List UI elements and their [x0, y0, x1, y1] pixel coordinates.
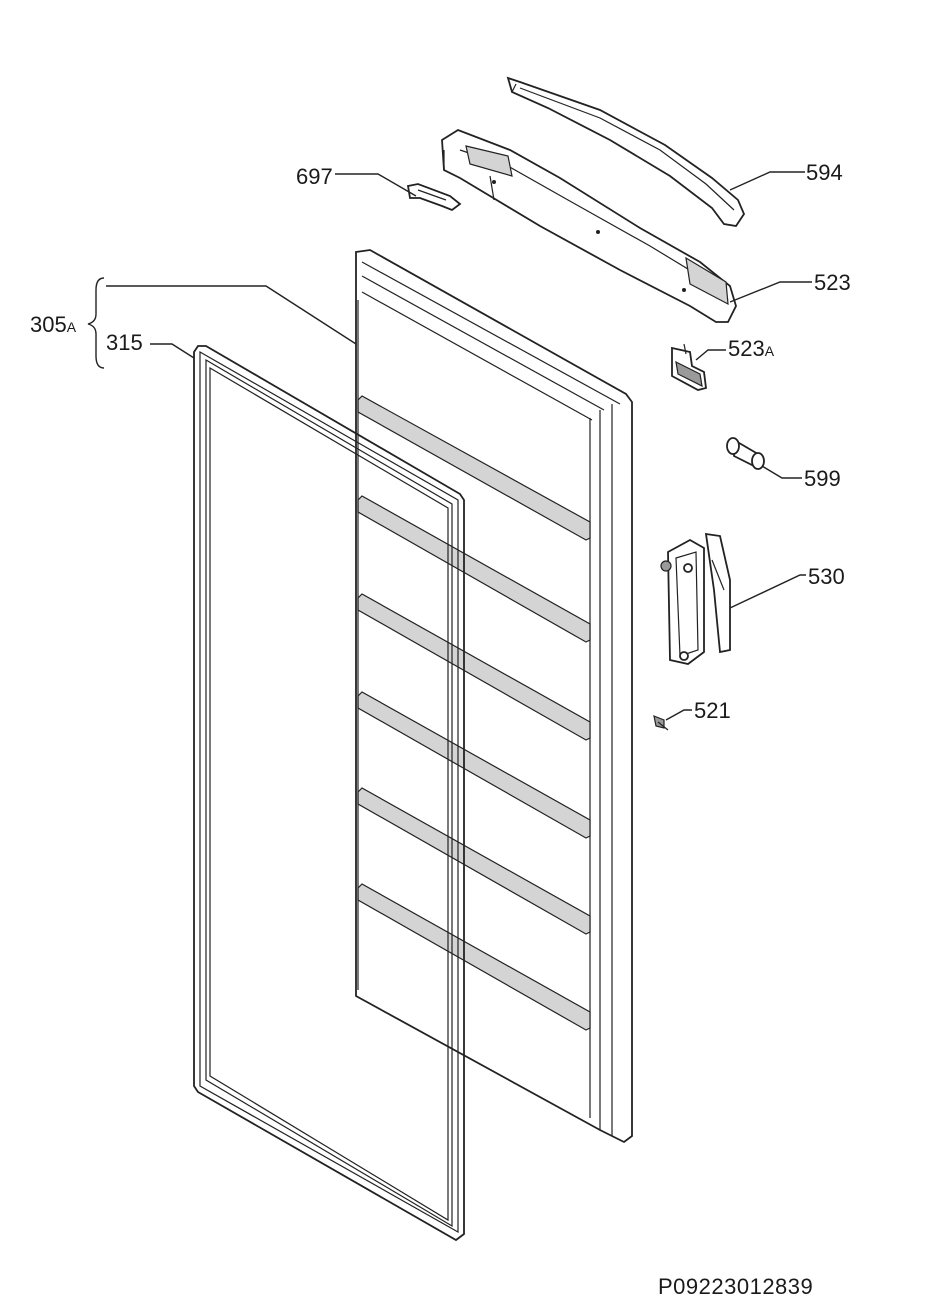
label-523a-number: 523 — [728, 336, 765, 361]
label-530: 530 — [808, 564, 845, 589]
label-521: 521 — [694, 698, 731, 723]
label-599: 599 — [804, 466, 841, 491]
label-523a: 523A — [728, 336, 775, 361]
part-523a-hinge-piece — [671, 343, 707, 391]
label-305a-number: 305 — [30, 312, 67, 337]
label-594: 594 — [806, 160, 843, 185]
door-inner-panel — [355, 249, 633, 1144]
label-523a-suffix: A — [765, 343, 775, 359]
part-521-screw — [653, 715, 669, 731]
part-315-door-gasket — [193, 345, 465, 1242]
label-697: 697 — [296, 164, 333, 189]
label-315: 315 — [106, 330, 143, 355]
label-523: 523 — [814, 270, 851, 295]
part-599-cylinder-pin — [726, 437, 765, 470]
label-305a: 305A — [30, 312, 77, 337]
part-594-top-strip — [506, 76, 746, 227]
part-523-door-top-bracket — [441, 128, 737, 323]
label-305a-suffix: A — [67, 319, 77, 335]
leader-lines — [87, 171, 812, 721]
part-530-hinge — [660, 532, 731, 665]
drawing-code: P09223012839 — [658, 1274, 813, 1299]
part-697-clip — [406, 183, 462, 212]
